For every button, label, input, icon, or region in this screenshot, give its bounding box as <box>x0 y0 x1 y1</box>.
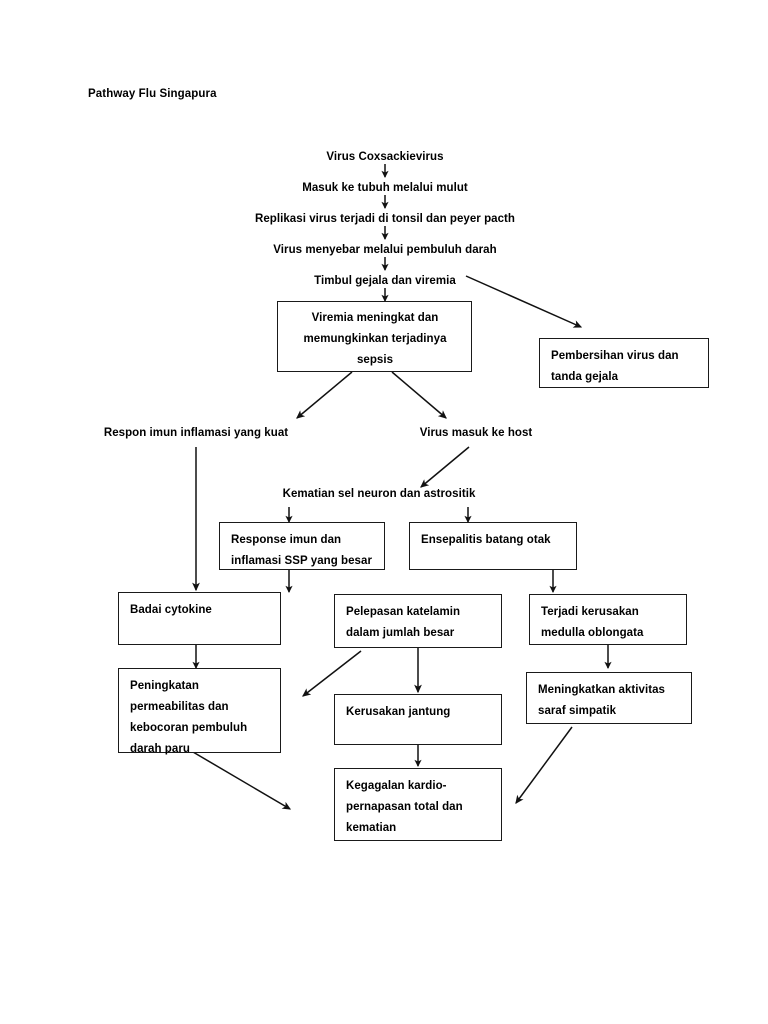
node-label: Respon imun inflamasi yang kuat <box>103 427 289 439</box>
node-box-ensepalitis-batang-otak: Ensepalitis batang otak <box>409 522 577 570</box>
node-box-peningkatan-permeabilitas: Peningkatan permeabilitas dan kebocoran … <box>118 668 281 755</box>
edge-n14-n16 <box>302 650 362 697</box>
node-line: Kegagalan kardio- <box>346 780 447 792</box>
page-title: Pathway Flu Singapura <box>88 88 217 100</box>
node-line: Terjadi kerusakan <box>541 606 639 618</box>
node-virus-masuk-ke-host: Virus masuk ke host <box>411 426 541 441</box>
node-virus-coxsackievirus: Virus Coxsackievirus <box>285 150 485 165</box>
node-virus-menyebar: Virus menyebar melalui pembuluh darah <box>250 243 520 258</box>
node-line: Ensepalitis batang otak <box>421 534 551 546</box>
node-kematian-sel-neuron: Kematian sel neuron dan astrositik <box>269 487 489 502</box>
node-line: saraf simpatik <box>538 705 617 717</box>
node-line: Pelepasan katelamin <box>346 606 461 618</box>
node-label: Timbul gejala dan viremia <box>314 275 456 287</box>
node-line: tanda gejala <box>551 371 619 383</box>
node-box-badai-cytokine: Badai cytokine <box>118 592 281 645</box>
edge-n9-n9b <box>420 446 470 488</box>
node-replikasi-virus: Replikasi virus terjadi di tonsil dan pe… <box>235 212 535 227</box>
node-line: Meningkatkan aktivitas <box>538 684 666 696</box>
node-timbul-gejala-viremia: Timbul gejala dan viremia <box>290 274 480 289</box>
edge-n18-n19 <box>515 726 573 804</box>
node-box-meningkatkan-aktivitas-saraf: Meningkatkan aktivitas saraf simpatik <box>526 672 692 724</box>
edge-n16-n19 <box>192 751 292 810</box>
edge-n6-n9 <box>391 371 447 419</box>
node-label: Virus Coxsackievirus <box>326 151 444 163</box>
node-line: sepsis <box>356 354 394 366</box>
node-box-terjadi-kerusakan-medulla: Terjadi kerusakan medulla oblongata <box>529 594 687 645</box>
node-line: Kerusakan jantung <box>346 706 451 718</box>
node-label: Replikasi virus terjadi di tonsil dan pe… <box>255 213 515 225</box>
node-line: Viremia meningkat dan <box>311 312 439 324</box>
node-masuk-ke-tubuh: Masuk ke tubuh melalui mulut <box>275 181 495 196</box>
node-line: kebocoran pembuluh <box>130 722 248 734</box>
node-respon-imun-inflamasi: Respon imun inflamasi yang kuat <box>96 426 296 441</box>
node-label: Masuk ke tubuh melalui mulut <box>302 182 468 194</box>
node-box-kerusakan-jantung: Kerusakan jantung <box>334 694 502 745</box>
node-line: darah paru <box>130 743 190 755</box>
node-line: Peningkatan <box>130 680 199 692</box>
node-line: dalam jumlah besar <box>346 627 455 639</box>
node-line: Pembersihan virus dan <box>551 350 679 362</box>
node-label: Virus menyebar melalui pembuluh darah <box>273 244 497 256</box>
node-label: Kematian sel neuron dan astrositik <box>282 488 476 500</box>
node-line: kematian <box>346 822 397 834</box>
node-box-pelepasan-katelamin: Pelepasan katelamin dalam jumlah besar <box>334 594 502 648</box>
node-line: Badai cytokine <box>130 604 212 616</box>
node-line: permeabilitas dan <box>130 701 229 713</box>
node-box-viremia-meningkat: Viremia meningkat dan memungkinkan terja… <box>277 301 472 372</box>
node-box-kegagalan-kardio: Kegagalan kardio- pernapasan total dan k… <box>334 768 502 841</box>
node-box-response-imun-ssp: Response imun dan inflamasi SSP yang bes… <box>219 522 385 570</box>
node-line: Response imun dan <box>231 534 342 546</box>
node-label: Virus masuk ke host <box>419 427 533 439</box>
edge-n6-n8 <box>296 371 353 419</box>
node-line: medulla oblongata <box>541 627 644 639</box>
node-line: memungkinkan terjadinya <box>303 333 447 345</box>
edge-n5-n7 <box>465 275 583 328</box>
node-box-pembersihan-virus: Pembersihan virus dan tanda gejala <box>539 338 709 388</box>
node-line: pernapasan total dan <box>346 801 463 813</box>
node-line: inflamasi SSP yang besar <box>231 555 372 567</box>
